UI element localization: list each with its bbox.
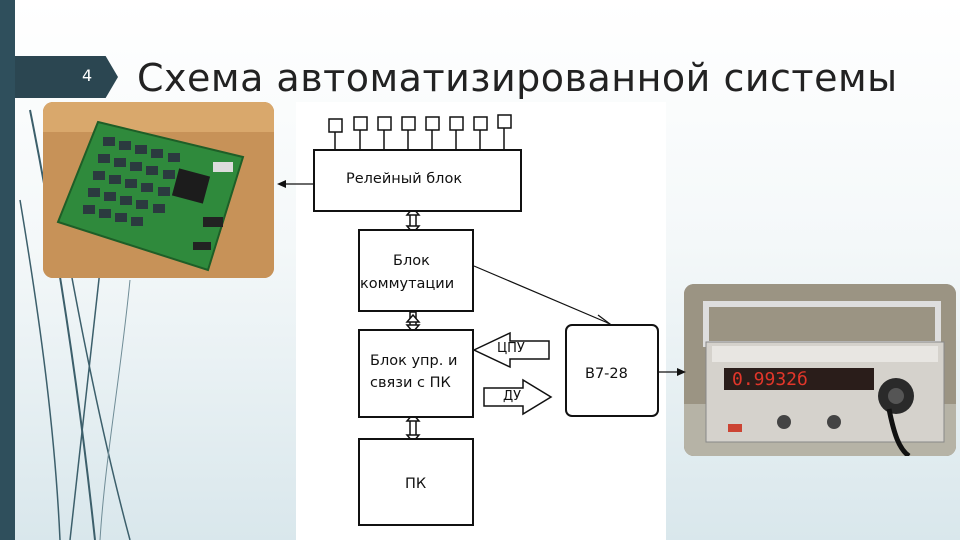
- left-sidebar-bar: [0, 0, 15, 540]
- page-number: 4: [82, 66, 93, 85]
- meter-display-readout: 0.9932б: [732, 369, 808, 390]
- switch-block-line2: коммутации: [360, 276, 455, 292]
- relay-board-photo: [43, 102, 274, 278]
- page-number-tab: [15, 56, 118, 98]
- voltmeter-photo: 0.9932б: [684, 284, 956, 456]
- switch-block-line1: Блок: [393, 253, 430, 269]
- relay-block: Релейный блок: [313, 149, 522, 212]
- instrument-block-label: В7-28: [585, 366, 628, 382]
- instrument-block: В7-28: [565, 324, 659, 417]
- control-block-line2: связи с ПК: [370, 375, 451, 391]
- slide-title: Схема автоматизированной системы: [137, 56, 898, 100]
- switch-block: Блок коммутации: [358, 229, 474, 312]
- arrow-du-label: ДУ: [503, 389, 522, 404]
- arrow-cpu-label: ЦПУ: [497, 341, 525, 356]
- control-block: Блок упр. и связи с ПК: [358, 329, 474, 418]
- pc-block: ПК: [358, 438, 474, 526]
- pc-block-label: ПК: [405, 476, 427, 492]
- relay-block-label: Релейный блок: [346, 171, 463, 187]
- control-block-line1: Блок упр. и: [370, 353, 458, 369]
